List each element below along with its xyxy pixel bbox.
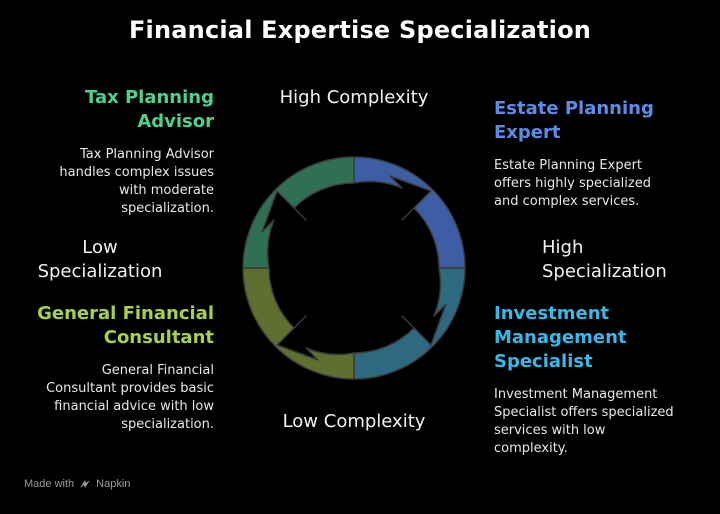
axis-label-high-complexity: High Complexity xyxy=(279,87,429,108)
quadrant-heading-line2: Management xyxy=(494,327,627,348)
description-line: services with low xyxy=(494,423,606,438)
ring-segment-top-left xyxy=(242,156,355,269)
description-line: handles complex issues xyxy=(59,165,214,180)
quadrant-heading-line1: Tax Planning xyxy=(85,87,214,108)
ring-segment-bottom-right xyxy=(353,267,466,380)
quadrant-description: Investment Management Specialist offers … xyxy=(494,386,716,458)
description-line: Tax Planning Advisor xyxy=(79,147,214,162)
quadrant-tax-planning-advisor: Tax Planning Advisor Tax Planning Adviso… xyxy=(20,86,214,218)
description-line: Specialist offers specialized xyxy=(494,405,674,420)
description-line: Estate Planning Expert xyxy=(494,158,643,173)
description-line: Consultant provides basic xyxy=(46,381,214,396)
description-line: General Financial xyxy=(101,363,214,378)
ring-segment-bottom-left xyxy=(242,267,355,380)
ring-segment-top-right xyxy=(353,156,466,269)
page-title: Financial Expertise Specialization xyxy=(128,16,592,44)
quadrant-description: Estate Planning Expert offers highly spe… xyxy=(494,157,714,211)
footer-attribution: Made with Napkin xyxy=(24,478,130,490)
quadrant-investment-management-specialist: Investment Management Specialist Investm… xyxy=(494,302,716,458)
cycle-ring-diagram xyxy=(242,156,466,380)
axis-label-low-complexity: Low Complexity xyxy=(282,411,426,432)
quadrant-heading-line1: Investment xyxy=(494,303,610,324)
axis-label-high-specialization: High Specialization xyxy=(542,236,712,284)
axis-label-high-line2: Specialization xyxy=(542,261,667,282)
napkin-logo-icon xyxy=(80,480,91,488)
quadrant-description: Tax Planning Advisor handles complex iss… xyxy=(20,146,214,218)
quadrant-description: General Financial Consultant provides ba… xyxy=(10,362,214,434)
axis-label-low-line1: Low xyxy=(82,237,118,258)
axis-label-low-specialization: Low Specialization xyxy=(20,236,180,284)
quadrant-heading-line2: Advisor xyxy=(137,111,214,132)
footer-brand: Napkin xyxy=(96,478,131,490)
quadrant-heading-line2: Expert xyxy=(494,122,561,143)
quadrant-heading-line3: Specialist xyxy=(494,351,593,372)
quadrant-heading-line2: Consultant xyxy=(103,327,214,348)
description-line: with moderate xyxy=(119,183,214,198)
axis-label-high-line1: High xyxy=(542,237,584,258)
description-line: complexity. xyxy=(494,441,568,456)
quadrant-heading-line1: Estate Planning xyxy=(494,98,654,119)
description-line: offers highly specialized xyxy=(494,176,651,191)
description-line: specialization. xyxy=(121,417,214,432)
description-line: and complex services. xyxy=(494,194,640,209)
footer-made-with: Made with xyxy=(24,478,75,490)
description-line: specialization. xyxy=(121,201,214,216)
description-line: financial advice with low xyxy=(54,399,214,414)
axis-label-low-line2: Specialization xyxy=(37,261,163,282)
quadrant-estate-planning-expert: Estate Planning Expert Estate Planning E… xyxy=(494,97,714,211)
quadrant-heading-line1: General Financial xyxy=(37,303,214,324)
quadrant-general-financial-consultant: General Financial Consultant General Fin… xyxy=(10,302,214,434)
description-line: Investment Management xyxy=(494,387,658,402)
